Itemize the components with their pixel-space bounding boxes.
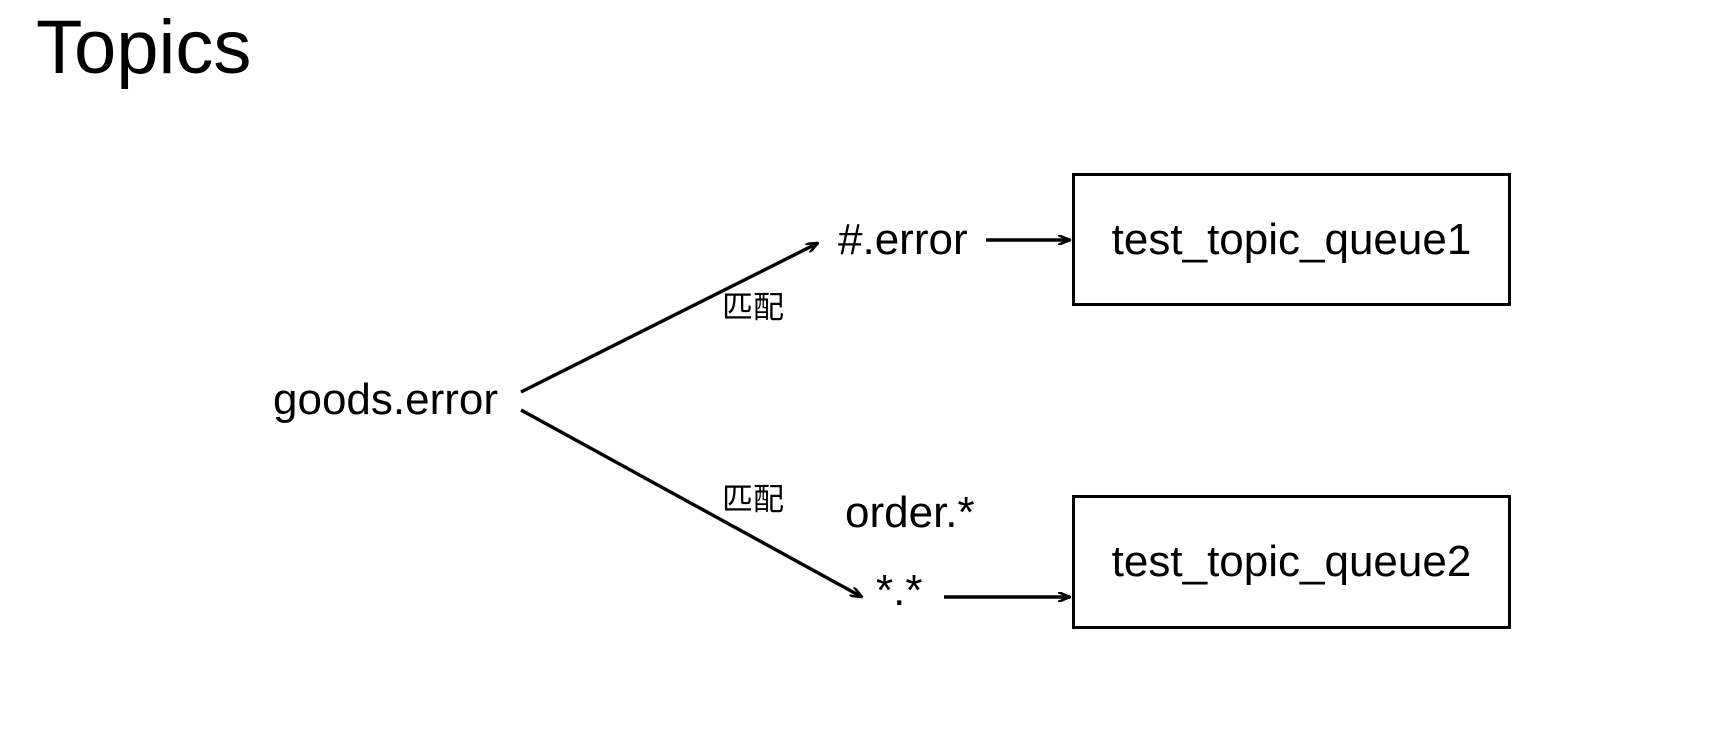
source-routing-key-label: goods.error bbox=[273, 375, 499, 424]
queue-box-1: test_topic_queue1 bbox=[1072, 173, 1511, 306]
binding-pattern-star-star: *.* bbox=[876, 566, 923, 615]
queue-box-2-label: test_topic_queue2 bbox=[1111, 537, 1472, 586]
connector-source-to-hash-error bbox=[520, 241, 818, 394]
binding-pattern-order-star: order.* bbox=[845, 488, 975, 537]
queue-box-2: test_topic_queue2 bbox=[1072, 495, 1511, 629]
queue-box-1-label: test_topic_queue1 bbox=[1111, 214, 1472, 264]
binding-pattern-hash-error: #.error bbox=[838, 215, 968, 264]
connector-source-to-star-star bbox=[520, 408, 862, 597]
page-title: Topics bbox=[36, 5, 252, 90]
match-label-top: 匹配 bbox=[722, 290, 784, 326]
match-label-bottom: 匹配 bbox=[722, 482, 784, 518]
